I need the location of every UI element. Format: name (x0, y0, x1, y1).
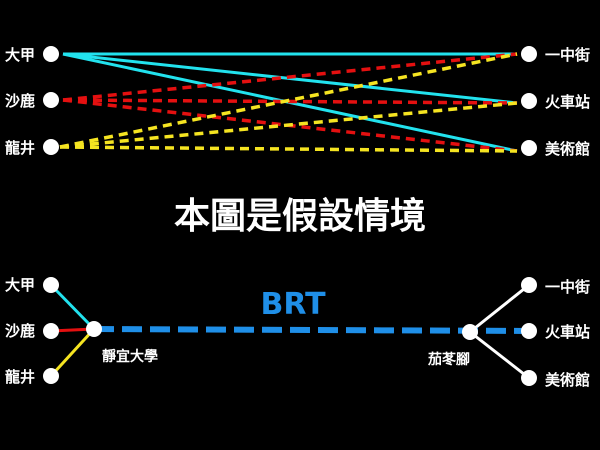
node-shalu-top (43, 92, 59, 108)
label-longjing-top: 龍井 (5, 139, 35, 157)
top-right-nodes (521, 46, 537, 156)
node-art-museum-top (521, 140, 537, 156)
line-shalu-yizhongjie (62, 52, 518, 102)
brt-label: BRT (260, 287, 326, 322)
label-providence-university: 靜宜大學 (102, 348, 158, 365)
feeder-yizhongjie (469, 283, 530, 334)
feeder-dajia (49, 283, 96, 331)
label-jiadongjiao: 茄苳腳 (427, 351, 470, 368)
label-shalu-top: 沙鹿 (5, 92, 35, 110)
node-longjing-top (43, 139, 59, 155)
node-yizhongjie-bottom (521, 277, 537, 293)
line-shalu-train-station (62, 98, 518, 105)
label-longjing-bottom: 龍井 (5, 368, 35, 386)
node-train-station-bottom (521, 323, 537, 339)
node-shalu-bottom (43, 323, 59, 339)
node-jiadongjiao (462, 324, 478, 340)
label-yizhongjie-bottom: 一中街 (545, 278, 590, 296)
node-yizhongjie-top (521, 46, 537, 62)
line-longjing-art-museum (59, 145, 518, 153)
node-train-station-top (521, 93, 537, 109)
label-art-museum-top: 美術館 (545, 140, 590, 158)
label-train-station-top: 火車站 (545, 93, 590, 111)
line-longjing-yizhongjie (59, 52, 518, 149)
page-title: 本圖是假設情境 (174, 196, 426, 237)
node-longjing-bottom (43, 368, 59, 384)
label-art-museum-bottom: 美術館 (545, 371, 590, 389)
label-yizhongjie-top: 一中街 (545, 46, 590, 64)
top-connections (59, 52, 518, 153)
feeder-art-museum (469, 330, 530, 380)
top-left-nodes (43, 46, 59, 155)
node-art-museum-bottom (521, 370, 537, 386)
line-longjing-train-station (59, 101, 518, 149)
label-train-station-bottom: 火車站 (545, 323, 590, 341)
node-dajia-bottom (43, 277, 59, 293)
node-providence-university (86, 321, 102, 337)
label-dajia-bottom: 大甲 (5, 276, 35, 294)
brt-trunk-line (93, 326, 530, 334)
node-dajia-top (43, 46, 59, 62)
label-shalu-bottom: 沙鹿 (5, 322, 35, 340)
label-dajia-top: 大甲 (5, 46, 35, 64)
feeder-longjing (49, 327, 96, 378)
